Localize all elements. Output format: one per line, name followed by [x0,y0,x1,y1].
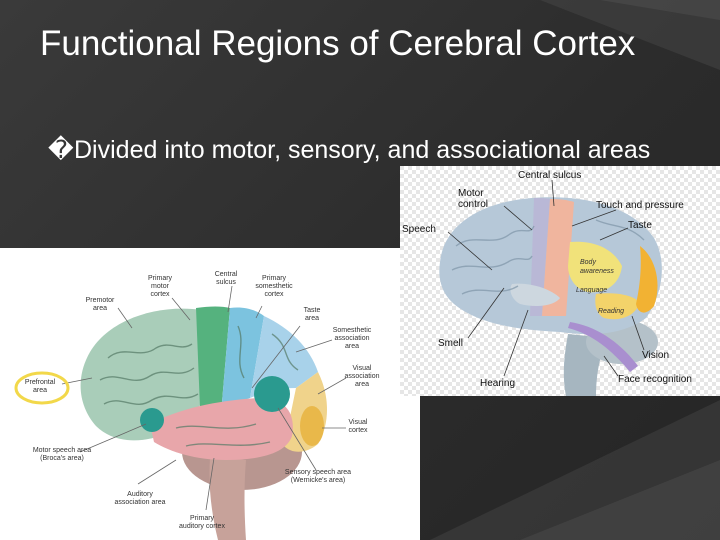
somatosensory-region [222,307,264,403]
vision-zone [636,246,658,313]
bullet-text: Divided into motor, sensory, and associa… [74,136,651,164]
vision-label: Vision [642,350,669,361]
body-awareness-zone [568,241,622,293]
pointer-lines [447,179,645,377]
wernicke-area [254,376,290,412]
broca-area [140,408,164,432]
visual-spot [300,406,324,446]
hearing-label: Hearing [480,378,515,389]
face-zone [568,322,638,372]
reading-zone [595,293,640,320]
gyri-lines [451,219,645,295]
bullet-marker-icon: � [48,136,74,164]
reading-label: Reading [598,308,624,315]
motor-speech-label: Motor speech area(Broca's area) [33,447,91,462]
touch-pressure-label: Touch and pressure [596,200,684,211]
taste-label: Taste [628,220,652,231]
brainstem [209,458,246,540]
slide-title: Functional Regions of Cerebral Cortex [40,24,636,63]
frontal-lobe-region [80,308,206,441]
speech-label: Speech [402,224,436,235]
primary-motor-region [196,306,230,408]
prefrontal-highlight [14,371,70,405]
sensory-speech-label: Sensory speech area(Wernicke's area) [285,469,351,484]
language-label: Language [576,287,607,294]
central-sulcus-label: Central sulcus [518,170,581,181]
smell-label: Smell [438,338,463,349]
gyri-lines [99,325,299,447]
face-recognition-label: Face recognition [618,374,692,385]
touch-strip [542,199,574,316]
hearing-zone [510,283,560,306]
